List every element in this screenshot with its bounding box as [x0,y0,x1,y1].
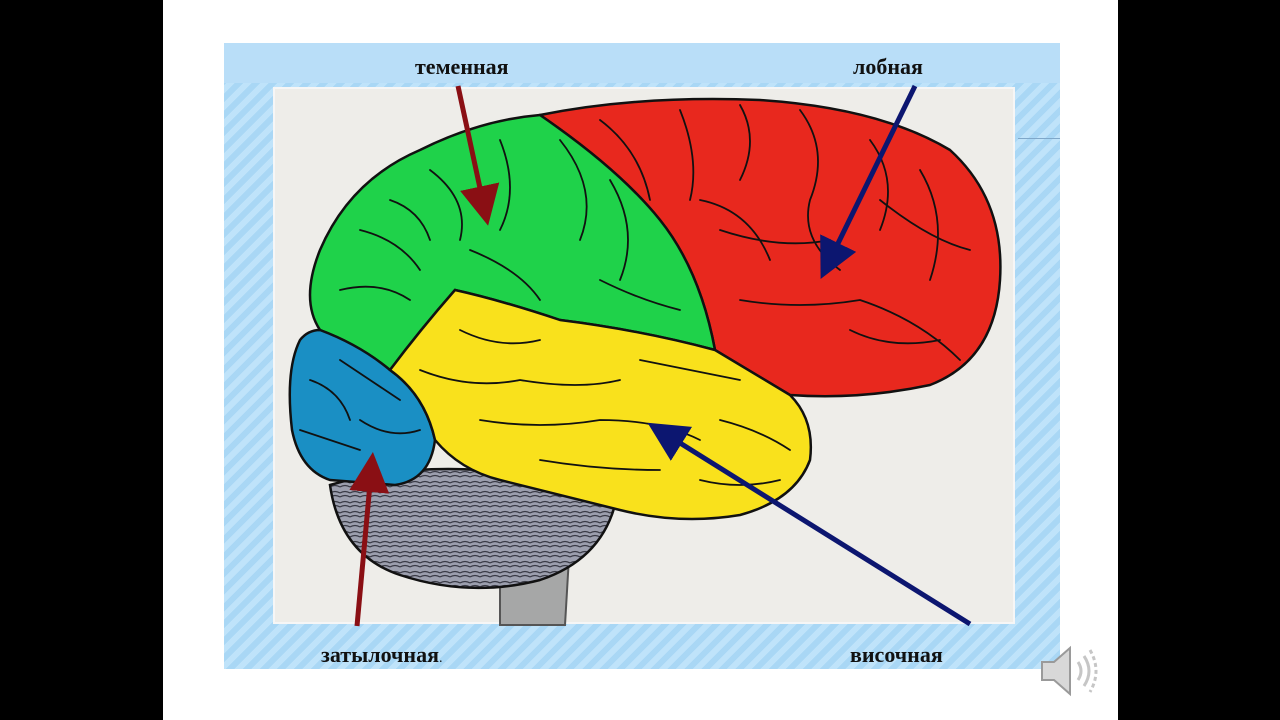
label-occipital: затылочная. [321,642,443,668]
gyri-lines [299,104,971,486]
arrow-parietal [455,85,500,226]
label-frontal: лобная [853,54,923,79]
label-parietal: теменная [415,54,509,79]
decorative-line [1018,138,1060,139]
arrow-frontal [820,84,918,279]
speaker-icon[interactable] [1038,640,1102,702]
label-occipital-text: затылочная [321,642,440,667]
label-occipital-dot: . [439,651,443,666]
label-temporal: височная [850,642,943,667]
arrow-temporal [647,422,972,627]
arrow-occipital [349,452,390,627]
blue-frame-top [224,43,1060,83]
cerebellum [328,467,617,590]
